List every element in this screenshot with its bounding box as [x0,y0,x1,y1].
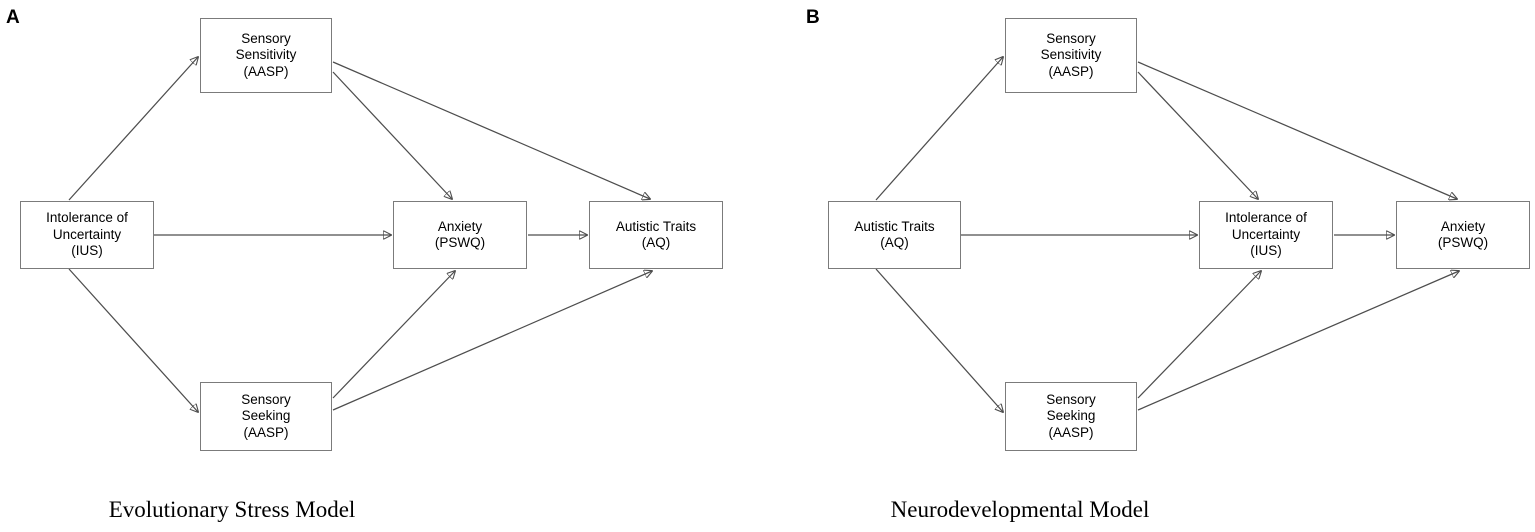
node-label: Sensory Seeking (AASP) [241,391,291,440]
node-label: Anxiety (PSWQ) [434,218,486,251]
panel-a-node-anxiety[interactable]: Anxiety (PSWQ) [393,201,527,269]
panel-a-node-autistic-traits[interactable]: Autistic Traits (AQ) [589,201,723,269]
node-label: Autistic Traits (AQ) [615,218,697,251]
panel-b-node-anxiety[interactable]: Anxiety (PSWQ) [1396,201,1530,269]
panel-b-node-intolerance-of-uncertainty[interactable]: Intolerance of Uncertainty (IUS) [1199,201,1333,269]
panel-b-node-autistic-traits[interactable]: Autistic Traits (AQ) [828,201,961,269]
edge-top-to-middle [332,71,452,199]
panel-label-a: A [6,7,20,28]
node-label: Sensory Seeking (AASP) [1046,391,1096,440]
panel-label-b: B [806,7,820,28]
node-label: Sensory Sensitivity (AASP) [1040,30,1102,79]
node-label: Autistic Traits (AQ) [854,218,935,251]
panel-a-caption: Evolutionary Stress Model [108,497,356,522]
panel-a-edges [68,57,652,412]
edge-top-to-right [332,61,650,199]
panel-a-node-sensory-seeking[interactable]: Sensory Seeking (AASP) [200,382,332,451]
edge-bottom-to-right [332,271,652,411]
node-label: Sensory Sensitivity (AASP) [235,30,297,79]
panel-a-node-sensory-sensitivity[interactable]: Sensory Sensitivity (AASP) [200,18,332,93]
edge-top-to-middle [1137,71,1258,199]
panel-b-edges [875,57,1459,412]
edge-bottom-to-middle [1137,271,1261,399]
edge-top-to-right [1137,61,1457,199]
edge-bottom-to-right [1137,271,1459,411]
edge-left-to-top [68,57,198,201]
panel-b-node-sensory-sensitivity[interactable]: Sensory Sensitivity (AASP) [1005,18,1137,93]
edge-left-to-bottom [68,268,198,412]
node-label: Anxiety (PSWQ) [1437,218,1489,251]
edge-left-to-top [875,57,1003,201]
panel-a-node-intolerance-of-uncertainty[interactable]: Intolerance of Uncertainty (IUS) [20,201,154,269]
node-label: Intolerance of Uncertainty (IUS) [1225,210,1307,259]
panel-b-node-sensory-seeking[interactable]: Sensory Seeking (AASP) [1005,382,1137,451]
edge-left-to-bottom [875,268,1003,412]
edge-bottom-to-middle [332,271,455,399]
panel-b-caption: Neurodevelopmental Model [890,497,1150,522]
node-label: Intolerance of Uncertainty (IUS) [46,210,128,259]
